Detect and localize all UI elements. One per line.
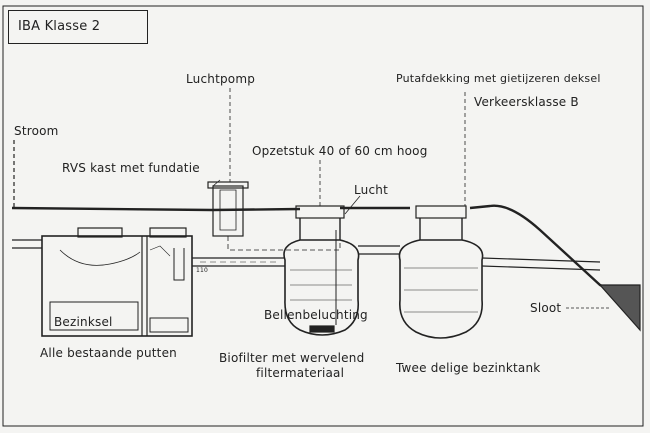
existing-pits: [41, 235, 193, 337]
drawing-frame: [2, 5, 644, 427]
label-stroom: Stroom: [14, 124, 59, 138]
aeration-element: [309, 325, 335, 333]
inflow-pipe: [12, 239, 42, 249]
label-biofilter-1: Biofilter met wervelend: [219, 351, 365, 365]
pit-cover-2: [149, 227, 187, 238]
label-putafdekking: Putafdekking met gietijzeren deksel: [396, 72, 601, 85]
bezinktank: [398, 239, 484, 339]
label-pipe-dim: 110: [196, 267, 209, 274]
opzetstuk-1: [299, 218, 341, 240]
pit-cover-1: [77, 227, 123, 238]
ground-surface: [11, 204, 641, 307]
label-luchtpomp: Luchtpomp: [186, 72, 256, 86]
label-alle-putten: Alle bestaande putten: [40, 346, 177, 360]
sludge-box: [49, 301, 139, 331]
label-bellenbeluchting: Bellenbeluchting: [264, 308, 368, 322]
tank-link-pipe: [358, 245, 400, 255]
outflow-pipe: [481, 257, 601, 271]
air-line: [227, 220, 341, 251]
title-box: IBA Klasse 2: [8, 10, 148, 44]
label-opzetstuk: Opzetstuk 40 of 60 cm hoog: [252, 144, 428, 158]
label-lucht: Lucht: [354, 183, 388, 197]
diagram-title: IBA Klasse 2: [18, 19, 101, 34]
bezinktank-cover: [415, 205, 467, 219]
connecting-pipe: [192, 257, 285, 267]
biofilter-tank: [283, 239, 360, 336]
label-sloot: Sloot: [530, 301, 562, 315]
label-bezinksel: Bezinksel: [54, 315, 113, 329]
ditch-water: [598, 284, 641, 332]
label-rvs-kast: RVS kast met fundatie: [62, 161, 200, 175]
biofilter-cover: [295, 205, 345, 219]
label-verkeersklasse: Verkeersklasse B: [474, 95, 579, 109]
label-biofilter-2: filtermateriaal: [256, 366, 345, 380]
rvs-cabinet-lid: [207, 181, 249, 189]
label-bezinktank: Twee delige bezinktank: [396, 361, 541, 375]
